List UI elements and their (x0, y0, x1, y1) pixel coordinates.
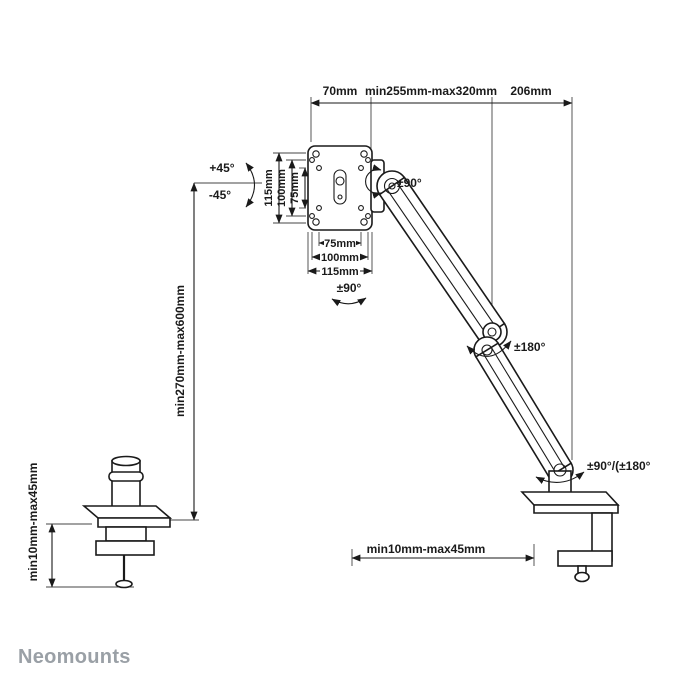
clamp-bottom-range-label: min10mm-max45mm (367, 542, 486, 556)
vesa-vertical-115-label: 115mm (263, 169, 275, 207)
rotate-base-label: ±90°/(±180° (587, 459, 651, 473)
tilt-up-label: +45° (209, 161, 234, 175)
vesa-horizontal-115-label: 115mm (321, 266, 359, 278)
rotate-vesa-label: ±90° (397, 176, 422, 190)
brand-logo: Neomounts (18, 646, 131, 668)
vesa-plate (307, 145, 373, 231)
vesa-vertical-100-label: 100mm (276, 169, 288, 207)
swivel-under-plate-label: ±90° (337, 281, 362, 295)
vesa-horizontal-75-label: 75mm (324, 238, 356, 250)
vesa-vertical-75-label: 75mm (289, 172, 301, 204)
dim-label-reach: min255mm-max320mm (365, 84, 497, 98)
rotate-elbow-label: ±180° (514, 340, 546, 354)
dim-label-70mm: 70mm (323, 84, 358, 98)
clamp-detail-figure (81, 455, 173, 589)
vesa-horizontal-100-label: 100mm (321, 252, 359, 264)
clamp-left-range-label: min10mm-max45mm (26, 463, 40, 582)
labels: 70mm min255mm-max320mm 206mm +45° -45° 1… (26, 84, 651, 581)
desk-clamp-base (520, 463, 620, 583)
rotation-arrows (245, 162, 585, 484)
lower-arm (473, 336, 574, 484)
height-range-label: min270mm-max600mm (173, 285, 187, 417)
dim-label-206mm: 206mm (510, 84, 551, 98)
tilt-down-label: -45° (209, 188, 231, 202)
label-backgrounds (320, 237, 360, 278)
upper-arm (376, 170, 508, 348)
